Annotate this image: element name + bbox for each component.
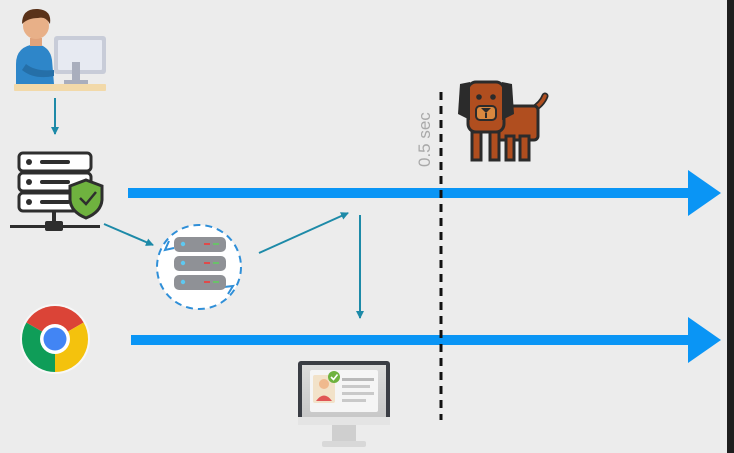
profile-monitor-icon bbox=[298, 361, 390, 447]
dog-icon bbox=[458, 80, 549, 162]
browser-timeline-arrow bbox=[131, 317, 721, 363]
server-timeline-arrow bbox=[128, 170, 721, 216]
server-to-cache-arrow bbox=[103, 223, 154, 246]
window-frame-edge bbox=[727, 0, 734, 453]
person-at-computer-icon bbox=[14, 8, 106, 91]
time-marker-label: 0.5 sec bbox=[415, 112, 434, 167]
refreshing-server-icon bbox=[156, 224, 242, 310]
chrome-browser-icon bbox=[20, 304, 90, 374]
cache-to-pipeline-arrow bbox=[258, 212, 349, 254]
secure-server-icon bbox=[10, 151, 104, 231]
